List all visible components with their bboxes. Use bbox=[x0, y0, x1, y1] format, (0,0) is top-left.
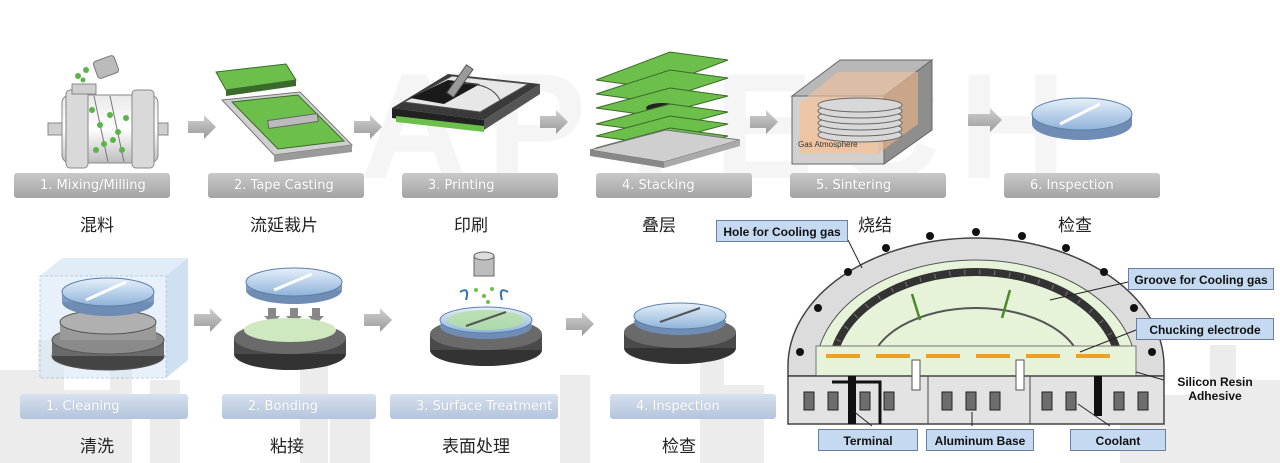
callout-silicon-resin-line1: Silicon Resin bbox=[1177, 375, 1253, 389]
flow-arrows-top bbox=[188, 108, 1002, 139]
stacking-illustration bbox=[589, 51, 741, 168]
step-label-surface-treatment: 3. Surface Treatment bbox=[390, 394, 558, 419]
zh-label-bonding: 粘接 bbox=[270, 437, 304, 457]
callout-coolant: Coolant bbox=[1070, 429, 1166, 451]
tape-casting-illustration bbox=[215, 63, 354, 162]
surface-treatment-illustration bbox=[430, 251, 542, 366]
step-label-tape-casting: 2. Tape Casting bbox=[208, 173, 364, 198]
mixing-drum-illustration bbox=[47, 55, 169, 169]
chuck-cross-section bbox=[787, 228, 1165, 427]
callout-groove-cooling-gas: Groove for Cooling gas bbox=[1128, 268, 1274, 290]
zh-label-printing: 印刷 bbox=[454, 216, 488, 236]
callout-chucking-electrode: Chucking electrode bbox=[1136, 318, 1274, 340]
step-label-stacking: 4. Stacking bbox=[596, 173, 752, 198]
callout-aluminum-base: Aluminum Base bbox=[926, 429, 1034, 451]
cleaning-illustration bbox=[39, 258, 188, 379]
sintering-furnace-illustration bbox=[790, 59, 934, 165]
bonding-illustration bbox=[234, 267, 346, 370]
printing-illustration bbox=[392, 64, 540, 132]
zh-label-tape-casting: 流延裁片 bbox=[250, 216, 318, 236]
zh-label-mixing: 混料 bbox=[80, 216, 114, 236]
step-label-bonding: 2. Bonding bbox=[222, 394, 376, 419]
flow-arrows-bottom bbox=[194, 308, 594, 336]
step-label-sintering: 5. Sintering bbox=[790, 173, 946, 198]
zh-label-inspection-bottom: 检查 bbox=[662, 437, 696, 457]
zh-label-surface-treatment: 表面处理 bbox=[442, 437, 510, 457]
gas-atmosphere-text: Gas Atmosphere bbox=[798, 140, 858, 149]
step-label-printing: 3. Printing bbox=[402, 173, 558, 198]
step-label-mixing: 1. Mixing/Milling bbox=[14, 173, 170, 198]
inspection-illustration-bottom bbox=[624, 302, 736, 364]
inspection-disc-top bbox=[1031, 97, 1133, 140]
callout-hole-cooling-gas: Hole for Cooling gas bbox=[716, 220, 848, 242]
zh-label-stacking: 叠层 bbox=[642, 216, 676, 236]
step-label-inspection-bottom: 4. Inspection bbox=[610, 394, 776, 419]
zh-label-inspection-top: 检查 bbox=[1058, 216, 1092, 236]
callout-terminal: Terminal bbox=[818, 429, 918, 451]
step-label-inspection-top: 6. Inspection bbox=[1004, 173, 1160, 198]
zh-label-sintering: 烧结 bbox=[858, 216, 892, 236]
callout-silicon-resin-line2: Adhesive bbox=[1188, 389, 1242, 403]
step-label-cleaning: 1. Cleaning bbox=[20, 394, 188, 419]
zh-label-cleaning: 清洗 bbox=[80, 437, 114, 457]
callout-silicon-resin-adhesive: Silicon Resin Adhesive bbox=[1160, 374, 1270, 404]
